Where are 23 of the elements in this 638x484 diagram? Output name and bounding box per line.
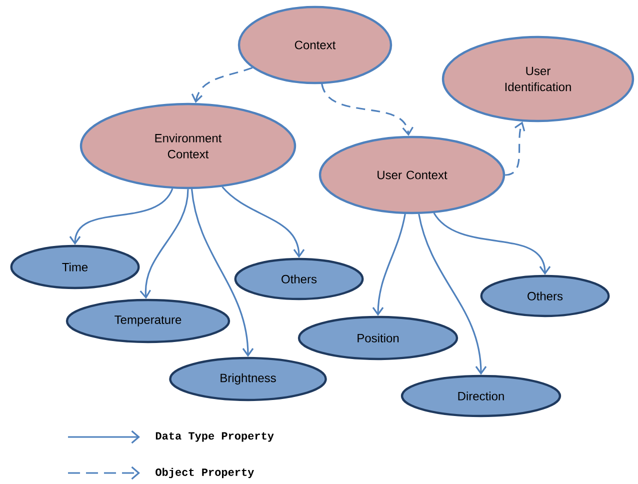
arrow (321, 84, 414, 136)
ellipse-node: Context (238, 6, 392, 84)
ellipse-node: Time (10, 244, 140, 290)
arrow (505, 122, 526, 176)
ellipse-node: Direction (400, 374, 562, 418)
ellipse-node: Temperature (66, 298, 230, 344)
ellipse-node: Environment Context (80, 102, 296, 190)
arrow (418, 214, 487, 375)
arrow (190, 188, 254, 357)
legend-text: Data Type Property (156, 432, 274, 442)
ellipse-node: Position (298, 316, 458, 360)
ellipse-node: User Identification (442, 36, 634, 122)
arrow (69, 188, 174, 245)
ellipse-node: Brightness (169, 356, 327, 402)
arrow (191, 67, 253, 103)
ellipse-node: User Context (318, 136, 506, 214)
arrow (222, 186, 305, 258)
arrow (433, 212, 551, 275)
ellipse-node: Others (234, 258, 364, 300)
legend-text: Object Property (156, 468, 254, 478)
ellipse-node: Others (480, 274, 610, 318)
arrow (372, 214, 406, 316)
arrow (140, 189, 189, 299)
